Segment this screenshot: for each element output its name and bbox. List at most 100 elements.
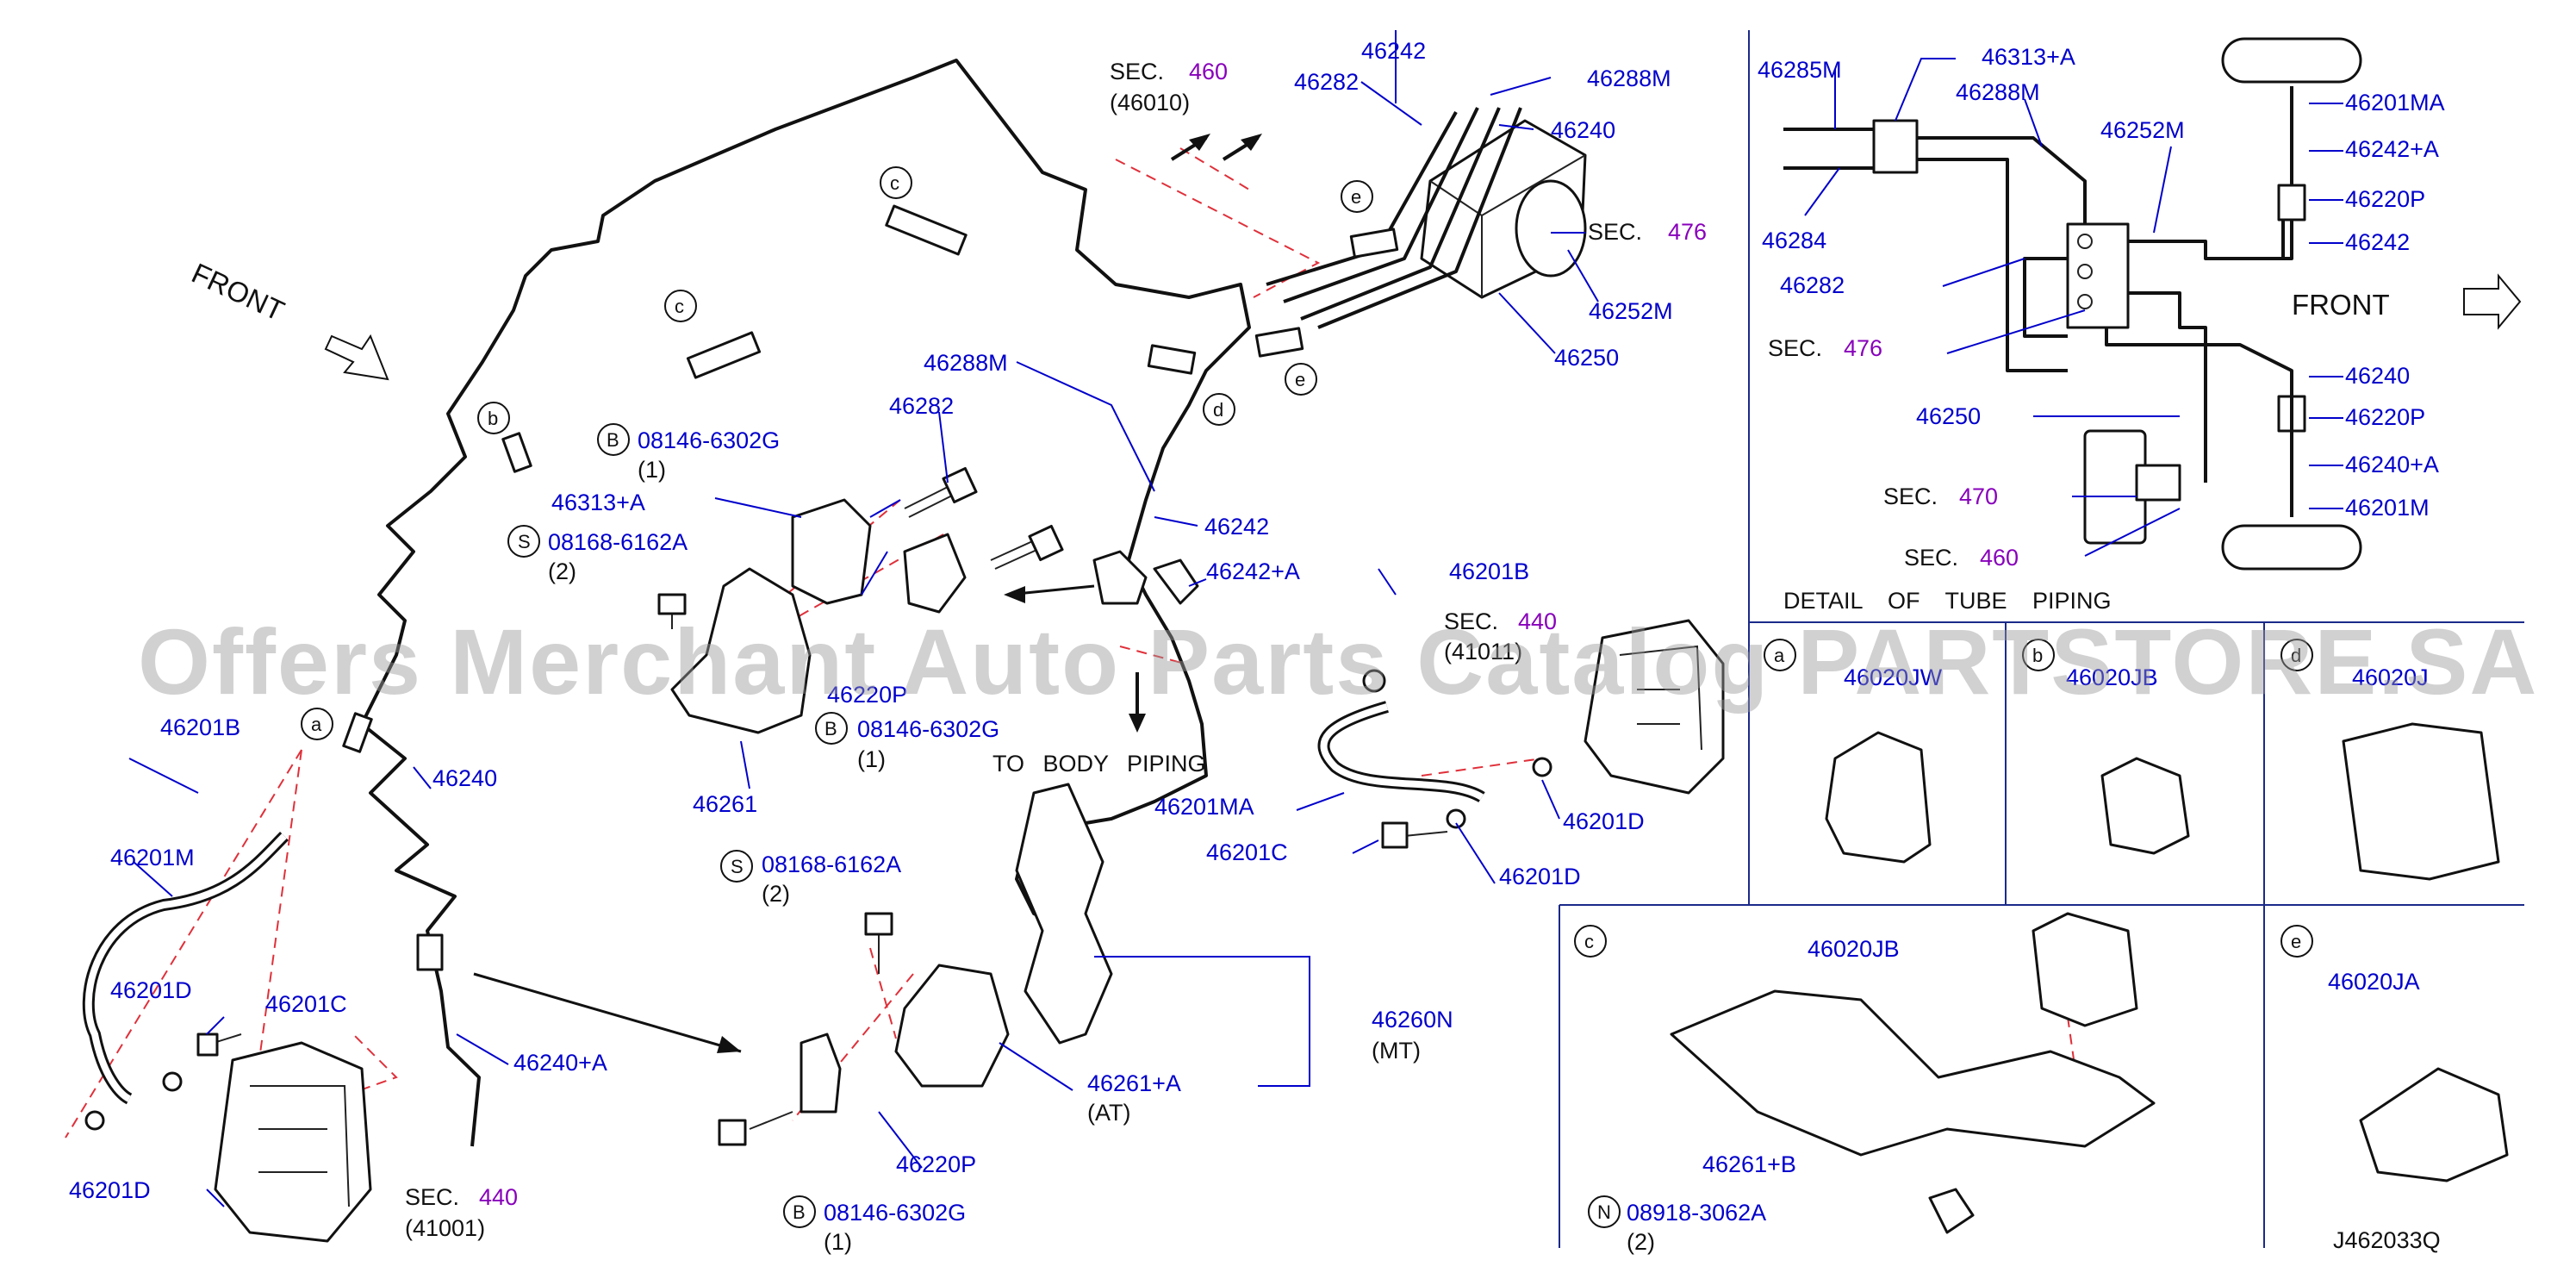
detail-letter-b: b [2032, 645, 2043, 666]
part-46260N: 46260N [1372, 1007, 1453, 1033]
part-46201M: 46201M [110, 845, 195, 870]
arrows [324, 134, 1262, 1053]
sch-46242: 46242 [2345, 229, 2410, 255]
sec-460-ref: (46010) [1110, 90, 1190, 115]
sch-46285M: 46285M [1758, 57, 1842, 83]
part-46201B-right: 46201B [1449, 558, 1529, 584]
nut-part: 08918-3062A [1627, 1200, 1766, 1226]
fastener-qty-1: (1) [638, 457, 666, 483]
sch-46282: 46282 [1780, 272, 1845, 298]
fastener-qty-5: (1) [824, 1229, 852, 1255]
frame-lines [1559, 30, 2524, 1248]
sch-46220P-2: 46220P [2345, 404, 2425, 430]
part-46240A-left: 46240+A [513, 1050, 607, 1076]
fastener-part-2: 08168-6162A [548, 529, 688, 555]
part-46240-top: 46240 [1551, 117, 1615, 143]
fastener-part-3: 08146-6302G [857, 716, 999, 742]
fastener-symbol-5: B [793, 1201, 806, 1223]
part-46220P-bot: 46220P [896, 1151, 976, 1177]
schematic [1783, 37, 2522, 571]
fastener-qty-4: (2) [762, 881, 790, 907]
part-46252M: 46252M [1589, 298, 1673, 324]
sec-440-left-ref: (41001) [405, 1215, 485, 1241]
clip-letter-a: a [311, 714, 322, 735]
part-46201D-r2: 46201D [1499, 864, 1581, 889]
sch-sec-470-number: 470 [1959, 484, 1998, 509]
detail-bracket: 46261+B [1702, 1151, 1796, 1177]
detail-part-b: 46020JB [2066, 664, 2158, 690]
circled-letters: c c b a d e e B S B S B N a b d c e [301, 166, 2313, 1228]
lower-brackets [800, 783, 1113, 1114]
detail-part-a: 46020JW [1844, 664, 1943, 690]
sch-46242A: 46242+A [2345, 136, 2439, 162]
sch-sec-476-label: SEC. [1768, 335, 1822, 361]
front-label: FRONT [187, 257, 289, 328]
sch-46250: 46250 [1916, 403, 1981, 429]
fastener-part-5: 08146-6302G [824, 1200, 966, 1226]
clip-letter-d: d [1213, 399, 1223, 421]
part-46288M-mid: 46288M [924, 350, 1008, 376]
part-46201D-r1: 46201D [1563, 808, 1645, 834]
calipers [214, 619, 1725, 1243]
fastener-qty-2: (2) [548, 558, 576, 584]
left-labels: FRONT SEC. 460 (46010) 46242 46282 46288… [69, 38, 1707, 1255]
sch-front-label: FRONT [2292, 289, 2390, 321]
nut-symbol: N [1597, 1201, 1611, 1223]
detail-letter-d: d [2291, 645, 2301, 666]
fastener-qty-3: (1) [857, 746, 886, 772]
detail-title: DETAIL OF TUBE PIPING [1783, 588, 2112, 614]
sch-sec-476-number: 476 [1844, 335, 1882, 361]
sch-46313A: 46313+A [1982, 44, 2075, 70]
part-46261A: 46261+A [1087, 1070, 1181, 1096]
part-46201MA: 46201MA [1154, 794, 1254, 820]
clip-letter-b: b [488, 408, 498, 429]
part-46201C-l: 46201C [265, 991, 347, 1017]
fastener-symbol-3: B [824, 718, 837, 739]
part-46201B-left: 46201B [160, 714, 240, 740]
clip-letter-c-2: c [675, 296, 684, 317]
part-46260N-note: (MT) [1372, 1038, 1421, 1064]
part-46288M-top: 46288M [1587, 66, 1671, 91]
fastener-part-1: 08146-6302G [638, 427, 780, 453]
part-46220P-mid: 46220P [827, 682, 907, 708]
nut-qty: (2) [1627, 1229, 1655, 1255]
detail-clips [1670, 722, 2509, 1234]
fastener-symbol-4: S [731, 856, 744, 877]
part-46282-mid: 46282 [889, 393, 954, 419]
detail-part-e: 46020JA [2328, 969, 2420, 995]
fastener-symbol-1: B [607, 429, 619, 451]
bolts [196, 466, 1448, 1146]
watermark: Offers Merchant Auto Parts Catalog PARTS… [138, 609, 2538, 714]
sch-46201M: 46201M [2345, 495, 2430, 521]
sec-440-left-number: 440 [479, 1184, 518, 1210]
abs-actuator [1266, 107, 1587, 329]
clip-letter-e-2: e [1351, 186, 1361, 208]
detail-labels: DETAIL OF TUBE PIPING 46020JW 46020JB 46… [1627, 588, 2441, 1255]
sch-46240: 46240 [2345, 363, 2410, 389]
sec-476-number: 476 [1668, 219, 1707, 245]
part-46242-mid: 46242 [1204, 514, 1269, 540]
sec-440-right-label: SEC. [1444, 608, 1498, 634]
fastener-symbol-2: S [518, 531, 531, 552]
part-46240-left: 46240 [432, 765, 497, 791]
sch-46252M: 46252M [2100, 117, 2185, 143]
sch-46288M: 46288M [1956, 79, 2040, 105]
sec-440-right-number: 440 [1518, 608, 1557, 634]
leader-lines [128, 30, 1599, 1207]
part-46201D-l2: 46201D [69, 1177, 151, 1203]
part-46250: 46250 [1554, 345, 1619, 371]
part-46201D-l1: 46201D [110, 977, 192, 1003]
part-46282-top: 46282 [1294, 69, 1359, 95]
sch-sec-460-number: 460 [1980, 545, 2019, 571]
to-body-piping: TO BODY PIPING [992, 751, 1206, 777]
part-46201C-r: 46201C [1206, 839, 1288, 865]
sec-440-right-ref: (41011) [1444, 639, 1522, 664]
sec-440-left-label: SEC. [405, 1184, 459, 1210]
part-46261A-note: (AT) [1087, 1100, 1130, 1126]
clip-letter-e-1: e [1295, 369, 1305, 390]
part-46242A: 46242+A [1206, 558, 1300, 584]
detail-part-c: 46020JB [1808, 936, 1900, 962]
sch-sec-460-label: SEC. [1904, 545, 1958, 571]
sch-46284: 46284 [1762, 228, 1826, 253]
